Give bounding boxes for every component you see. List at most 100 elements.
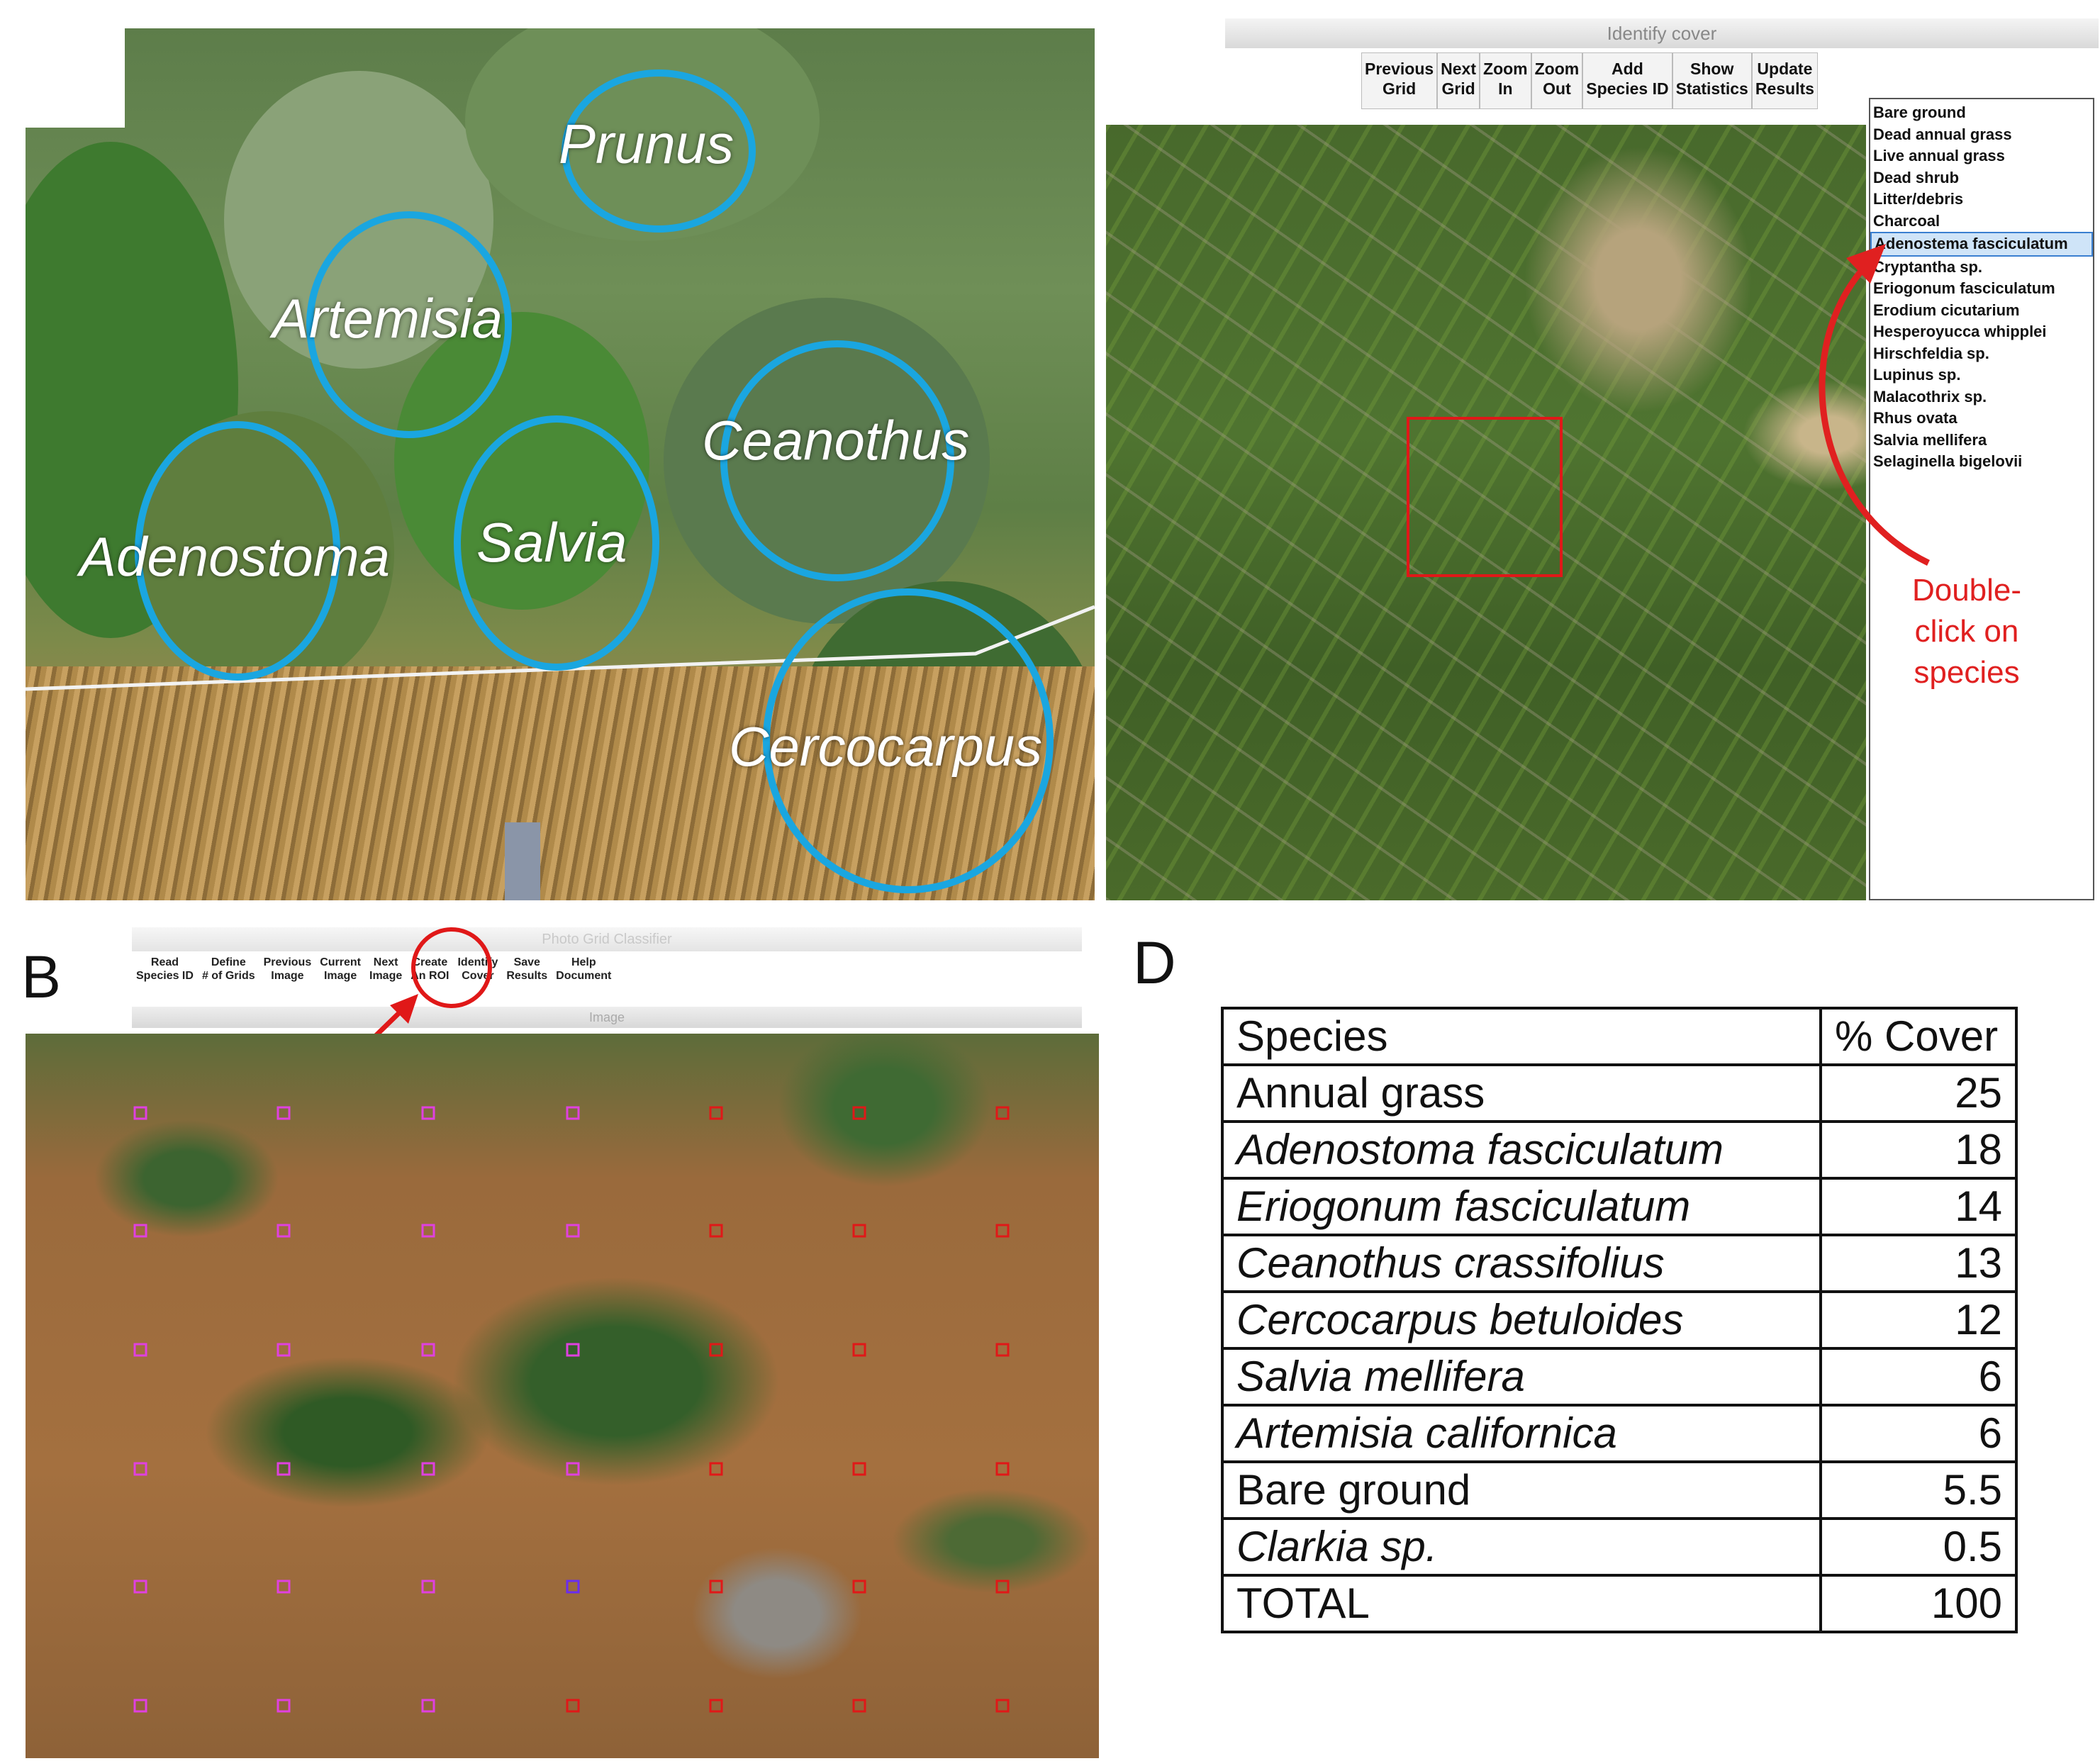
grid-point[interactable]: [421, 1580, 435, 1594]
grid-point[interactable]: [566, 1343, 580, 1357]
grid-point[interactable]: [852, 1343, 866, 1357]
grid-point[interactable]: [133, 1699, 147, 1713]
species-list[interactable]: Bare ground Dead annual grass Live annua…: [1869, 98, 2094, 900]
grid-point[interactable]: [277, 1580, 291, 1594]
species-item[interactable]: Dead annual grass: [1873, 125, 2012, 143]
species-cell: Salvia mellifera: [1221, 1347, 1822, 1407]
grid-point[interactable]: [852, 1580, 866, 1594]
grid-point[interactable]: [566, 1580, 580, 1594]
grid-points-layer: [133, 1106, 1010, 1713]
grid-point[interactable]: [421, 1699, 435, 1713]
table-row: Clarkia sp.0.5: [1221, 1517, 2018, 1577]
ring-salvia: [454, 415, 659, 671]
species-item[interactable]: Rhus ovata: [1873, 409, 1957, 427]
grid-point-square: [1407, 417, 1563, 577]
grid-point[interactable]: [277, 1106, 291, 1120]
panel-b-grid-photo[interactable]: [26, 1034, 1099, 1758]
next-image-button[interactable]: Next Image: [369, 956, 403, 982]
save-results-button[interactable]: Save Results: [506, 956, 548, 982]
species-item[interactable]: Cryptantha sp.: [1873, 257, 1983, 276]
grid-point[interactable]: [709, 1580, 723, 1594]
previous-image-button[interactable]: Previous Image: [263, 956, 312, 982]
cover-cell: 25: [1819, 1063, 2018, 1123]
species-item[interactable]: Litter/debris: [1873, 190, 1964, 208]
grid-point[interactable]: [133, 1224, 147, 1238]
species-item[interactable]: Selaginella bigelovii: [1873, 452, 2023, 470]
double-click-annotation: Double- click on species: [1911, 573, 2022, 690]
species-cell: Eriogonum fasciculatum: [1221, 1177, 1822, 1236]
grid-point[interactable]: [421, 1224, 435, 1238]
species-cell: Cercocarpus betuloides: [1221, 1290, 1822, 1350]
previous-grid-button[interactable]: Previous Grid: [1361, 52, 1438, 109]
next-grid-button[interactable]: Next Grid: [1437, 52, 1480, 109]
grid-point[interactable]: [709, 1462, 723, 1476]
letter-background: [26, 28, 125, 128]
grid-point[interactable]: [133, 1580, 147, 1594]
grid-point[interactable]: [277, 1699, 291, 1713]
grid-point[interactable]: [709, 1106, 723, 1120]
label-salvia: Salvia: [476, 511, 627, 574]
grid-point[interactable]: [709, 1343, 723, 1357]
current-image-button[interactable]: Current Image: [320, 956, 361, 982]
grid-point[interactable]: [852, 1106, 866, 1120]
read-species-id-button[interactable]: Read Species ID: [136, 956, 194, 982]
species-item[interactable]: Salvia mellifera: [1873, 430, 1987, 449]
grid-point[interactable]: [277, 1343, 291, 1357]
species-item[interactable]: Lupinus sp.: [1873, 366, 1961, 384]
grid-point[interactable]: [709, 1699, 723, 1713]
grid-point[interactable]: [995, 1699, 1010, 1713]
cover-cell: 18: [1819, 1120, 2018, 1180]
window-title: Identify cover: [1225, 18, 2099, 48]
species-item[interactable]: Malacothrix sp.: [1873, 387, 1987, 406]
grid-point[interactable]: [566, 1462, 580, 1476]
species-cell: Annual grass: [1221, 1063, 1822, 1123]
grid-point[interactable]: [133, 1462, 147, 1476]
grid-point[interactable]: [421, 1106, 435, 1120]
grid-point[interactable]: [421, 1462, 435, 1476]
species-item[interactable]: Dead shrub: [1873, 168, 1960, 186]
species-item[interactable]: Charcoal: [1873, 211, 1940, 230]
species-item-selected[interactable]: Adenostema fasciculatum: [1870, 232, 2093, 257]
zoomed-grid-photo[interactable]: [1106, 125, 1866, 900]
grid-point[interactable]: [852, 1462, 866, 1476]
update-results-button[interactable]: Update Results: [1751, 52, 1818, 109]
species-item[interactable]: Eriogonum fasciculatum: [1873, 279, 2055, 297]
grid-point[interactable]: [709, 1224, 723, 1238]
species-item[interactable]: Bare ground: [1873, 104, 1966, 121]
species-cell: Clarkia sp.: [1221, 1517, 1822, 1577]
species-item[interactable]: Hirschfeldia sp.: [1873, 344, 1989, 362]
panel-a-vegetation-photo: Prunus Artemisia Ceanothus Adenostoma Sa…: [26, 28, 1095, 900]
species-item[interactable]: Hesperoyucca whipplei: [1873, 323, 2047, 340]
grid-point[interactable]: [133, 1106, 147, 1120]
add-species-id-button[interactable]: Add Species ID: [1582, 52, 1672, 109]
grid-point[interactable]: [566, 1224, 580, 1238]
zoom-out-button[interactable]: Zoom Out: [1531, 52, 1583, 109]
grid-point[interactable]: [277, 1462, 291, 1476]
grid-point[interactable]: [995, 1224, 1010, 1238]
grid-point[interactable]: [277, 1224, 291, 1238]
grid-point[interactable]: [566, 1106, 580, 1120]
grid-point[interactable]: [133, 1343, 147, 1357]
grid-point[interactable]: [995, 1580, 1010, 1594]
species-item[interactable]: Live annual grass: [1873, 147, 2005, 164]
identify-toolbar: Previous Grid Next Grid Zoom In Zoom Out…: [1361, 52, 1818, 109]
grid-point[interactable]: [852, 1224, 866, 1238]
image-header: Image: [132, 1007, 1082, 1028]
define-grids-button[interactable]: Define # of Grids: [201, 956, 255, 982]
species-cell: Ceanothus crassifolius: [1221, 1234, 1822, 1293]
grid-point[interactable]: [995, 1343, 1010, 1357]
grid-point[interactable]: [995, 1106, 1010, 1120]
grid-point[interactable]: [995, 1462, 1010, 1476]
grid-point[interactable]: [421, 1343, 435, 1357]
help-document-button[interactable]: Help Document: [556, 956, 612, 982]
zoom-in-button[interactable]: Zoom In: [1480, 52, 1531, 109]
show-statistics-button[interactable]: Show Statistics: [1672, 52, 1752, 109]
species-item[interactable]: Erodium cicutarium: [1873, 301, 2020, 319]
grid-point[interactable]: [566, 1699, 580, 1713]
grid-point[interactable]: [852, 1699, 866, 1713]
